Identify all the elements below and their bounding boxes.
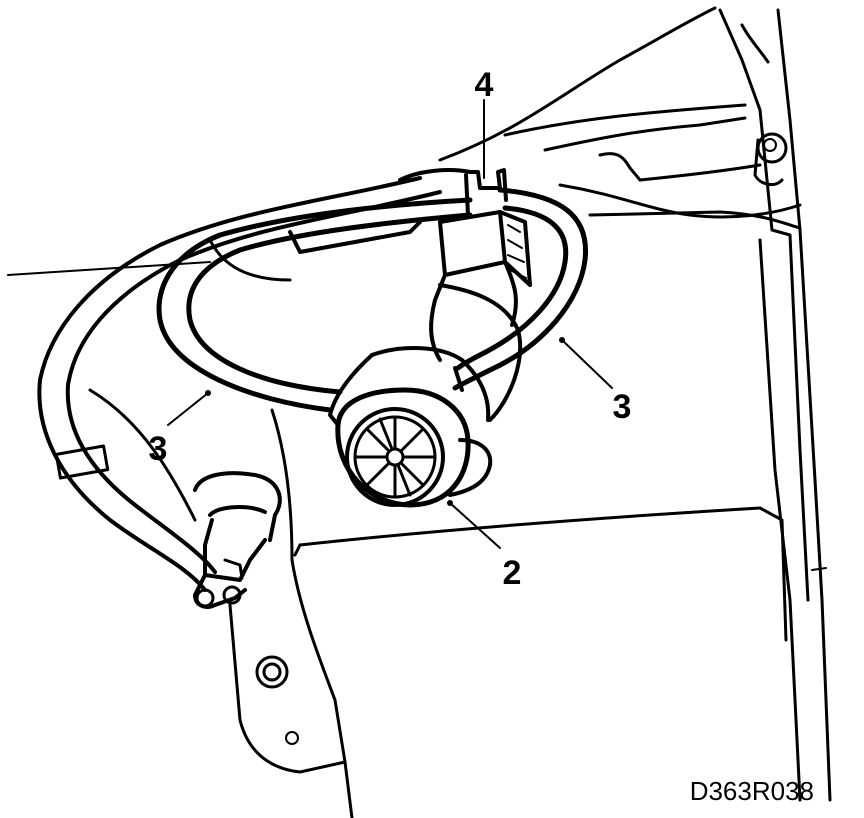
connector [429, 168, 532, 362]
leader-dot-harness-left [205, 390, 211, 396]
fan-spokes [353, 415, 437, 499]
wiring-harness [37, 168, 589, 592]
callout-connector: 4 [475, 66, 494, 104]
fan-motor [328, 283, 523, 508]
leader-line-harness-left [167, 392, 209, 426]
leader-dot-fan-motor [447, 500, 453, 506]
callout-harness-right: 3 [613, 388, 632, 426]
lower-clip [193, 471, 282, 609]
figure-code: D363R038 [690, 776, 814, 806]
callout-fan-motor: 2 [503, 554, 522, 592]
vehicle-body-structure [7, 6, 832, 818]
leader-line-harness-right [561, 339, 613, 389]
callouts: 4 3 3 2 [149, 66, 632, 592]
leader-line-fan-motor [449, 502, 501, 549]
callout-harness-left: 3 [149, 430, 168, 468]
leader-dot-harness-right [559, 337, 565, 343]
